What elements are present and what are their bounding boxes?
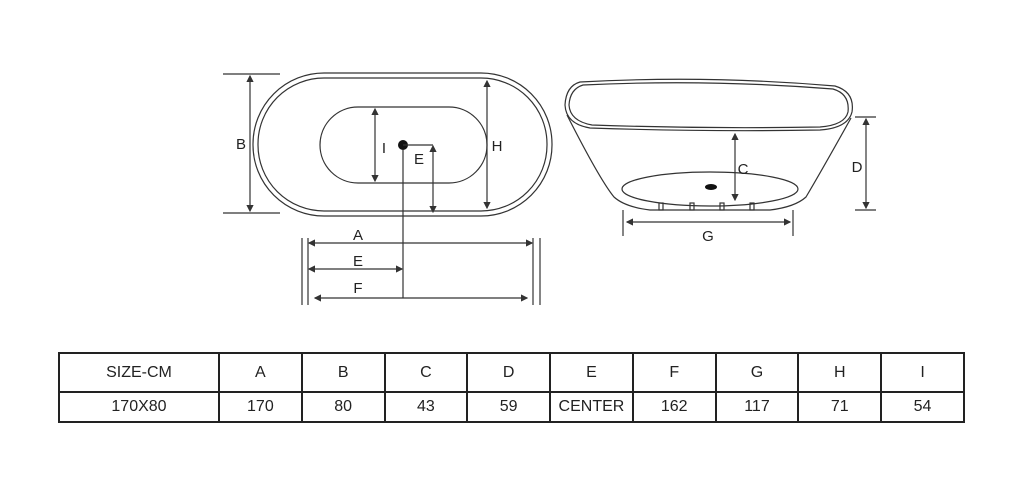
value-cell: 54 [880,391,965,423]
label-a: A [353,227,363,244]
value-cell: 71 [797,391,883,423]
bathtub-dimension-diagram: B I E H A E F C D G [223,72,876,305]
header-cell: C [383,352,469,393]
tub-feet [658,202,755,211]
side-view: C D G [564,78,876,245]
top-view: B I E H A E F [223,72,553,305]
value-cell: 162 [631,391,717,423]
value-cell: CENTER [549,391,634,423]
label-c: C [738,161,749,178]
header-cell: B [300,352,386,393]
value-cell: 80 [300,391,386,423]
label-g: G [702,228,714,245]
label-h: H [492,138,503,155]
header-cell: I [880,352,965,393]
table-row: 170X80 170 80 43 59 CENTER 162 117 71 54 [58,391,965,423]
header-cell: SIZE-CM [58,352,220,393]
label-d: D [852,159,863,176]
tub-body [566,114,852,211]
label-e-bottom: E [353,253,363,270]
value-cell: 43 [383,391,469,423]
header-cell: F [631,352,717,393]
table-header-row: SIZE-CM A B C D E F G H I [58,352,965,393]
header-cell: A [218,352,303,393]
header-cell: G [714,352,800,393]
label-e: E [414,151,424,168]
value-cell: 170X80 [58,391,220,423]
value-cell: 117 [714,391,800,423]
label-b: B [236,136,246,153]
value-cell: 170 [218,391,303,423]
tub-rim [564,78,853,132]
dimension-table: SIZE-CM A B C D E F G H I 170X80 170 80 … [58,352,965,423]
value-cell: 59 [466,391,552,423]
label-f: F [353,280,362,297]
header-cell: E [549,352,634,393]
drain-icon-side [705,184,717,190]
header-cell: H [797,352,883,393]
basin-floor-side [621,171,799,207]
label-i: I [382,140,386,157]
header-cell: D [466,352,552,393]
